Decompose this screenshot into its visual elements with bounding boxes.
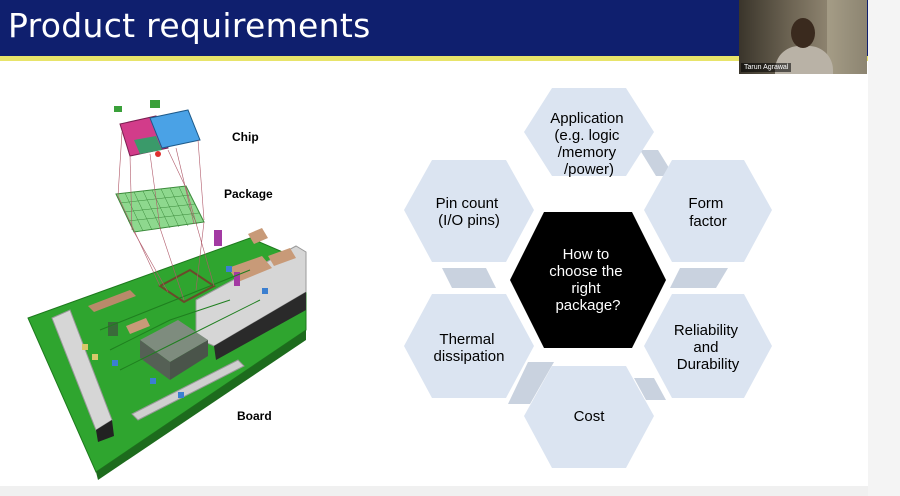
slide-title: Product requirements <box>8 6 371 45</box>
participant-head <box>791 18 815 48</box>
right-margin <box>868 0 900 496</box>
rel-line-3: Durability <box>677 356 740 373</box>
connector-form-rel <box>670 268 728 288</box>
bottom-connector <box>131 359 245 421</box>
hex-application-text: Application (e.g. logic /memory /power) <box>550 110 628 178</box>
app-line-2: (e.g. logic <box>554 127 620 144</box>
app-line-3: /memory <box>558 144 617 161</box>
chip-die-blue <box>149 109 201 149</box>
center-line-1: How to <box>563 246 610 263</box>
header-stripe <box>0 56 868 61</box>
interconnect-lines <box>117 131 215 301</box>
hex-reliability-text: Reliability and Durability <box>674 322 742 373</box>
connector-cost-therm <box>508 362 554 404</box>
hexagon-diagram: Application (e.g. logic /memory /power) … <box>404 88 772 468</box>
center-line-2: choose the <box>549 263 622 280</box>
thermal-line-1: Thermal <box>439 331 494 348</box>
slide-header: Product requirements <box>0 0 868 56</box>
pin-line-2: (I/O pins) <box>438 212 500 229</box>
hex-form-factor-text: Form factor <box>688 195 727 230</box>
thermal-line-2: dissipation <box>434 348 505 365</box>
hex-center <box>510 212 666 348</box>
connector-therm-pin <box>442 268 496 288</box>
app-line-1: Application <box>550 110 623 127</box>
slide-footer <box>0 486 868 496</box>
board-edge <box>96 330 306 480</box>
hex-pin-count-text: Pin count (I/O pins) <box>436 195 503 229</box>
participant-name: Tarun Agrawal <box>741 63 792 72</box>
package-label: Package <box>224 187 273 201</box>
chip-label: Chip <box>232 130 259 144</box>
hex-application <box>524 88 654 176</box>
package-grid <box>119 186 200 232</box>
app-line-4: /power) <box>564 161 614 178</box>
center-line-3: right <box>571 280 601 297</box>
hex-form-factor <box>644 160 772 262</box>
video-window-light <box>827 0 867 74</box>
form-line-1: Form <box>688 195 723 212</box>
pcb-illustration: Chip Package Board <box>27 100 307 480</box>
board-label: Board <box>237 409 272 423</box>
hex-pin-count <box>404 160 534 262</box>
hex-thermal <box>404 294 534 398</box>
cost-line-1: Cost <box>574 408 606 425</box>
rel-line-1: Reliability <box>674 322 739 339</box>
hex-cost-text: Cost <box>574 408 606 425</box>
hex-cost <box>524 366 654 468</box>
connector-app-form <box>640 150 674 176</box>
form-line-2: factor <box>689 213 727 230</box>
hex-thermal-text: Thermal dissipation <box>434 331 505 365</box>
participant-video[interactable]: Tarun Agrawal <box>739 0 867 74</box>
hex-reliability <box>644 294 772 398</box>
rel-line-2: and <box>693 339 718 356</box>
center-line-4: package? <box>555 297 620 314</box>
pin-line-1: Pin count <box>436 195 499 212</box>
connector-rel-cost <box>634 378 666 400</box>
package-tile <box>115 185 205 233</box>
hex-center-text: How to choose the right package? <box>549 246 627 314</box>
